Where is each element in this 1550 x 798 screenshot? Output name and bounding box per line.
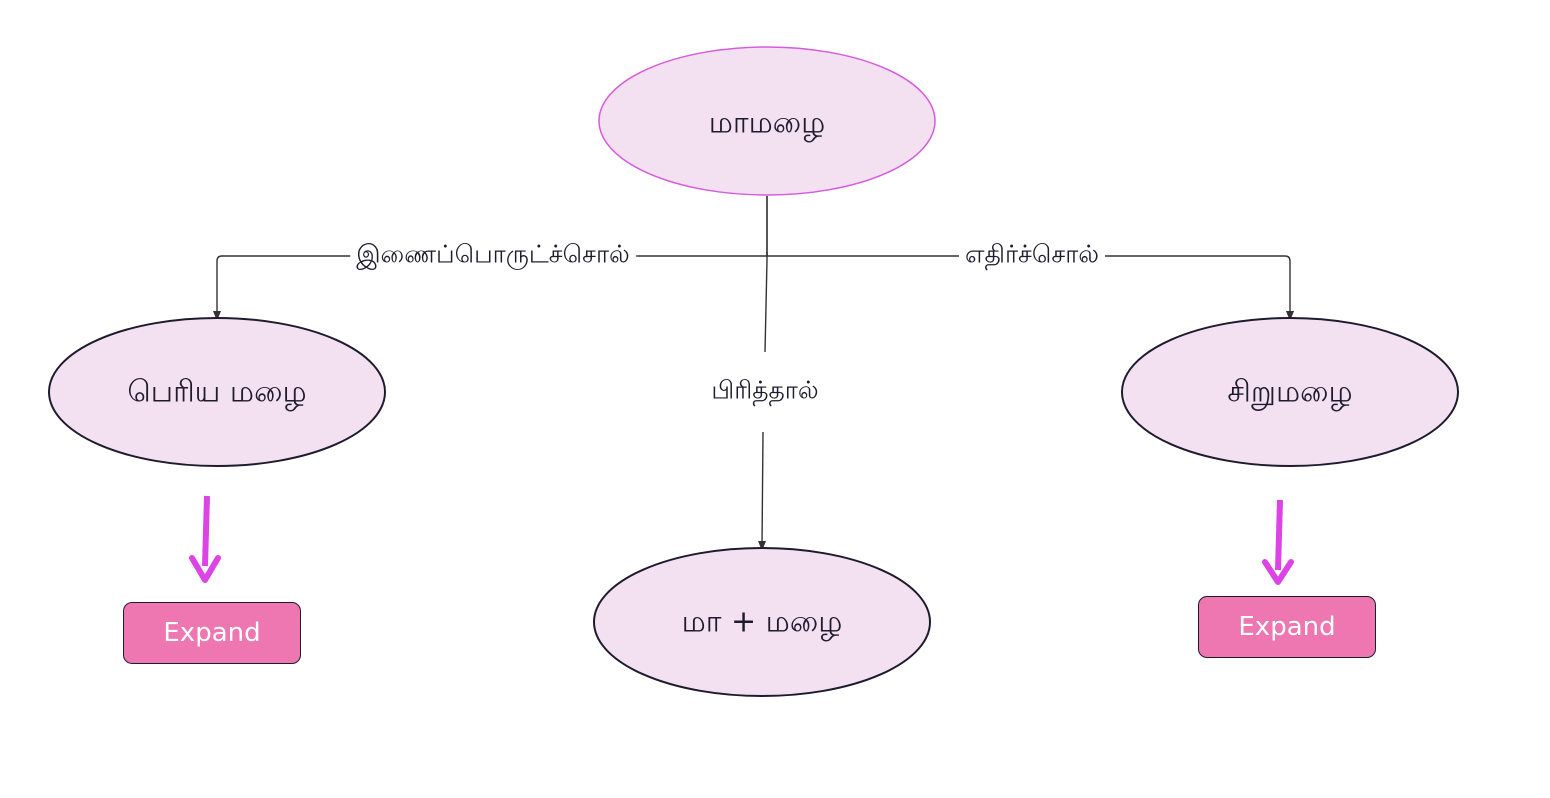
- connector-root-to-middle: [762, 252, 767, 546]
- node-left-label: பெரிய மழை: [127, 374, 307, 410]
- expand-button-right[interactable]: Expand: [1198, 596, 1376, 658]
- expand-button-left[interactable]: Expand: [123, 602, 301, 664]
- node-root-label: மாமழை: [708, 105, 826, 141]
- edge-label-split: பிரித்தால்: [705, 375, 825, 409]
- node-middle: [593, 547, 931, 697]
- node-middle-label: மா + மழை: [681, 604, 843, 640]
- edge-label-synonym: இணைப்பொருட்ச்சொல்: [350, 239, 636, 273]
- edge-label-antonym: எதிர்ச்சொல்: [958, 239, 1106, 273]
- arrow-down-icon: [189, 495, 221, 583]
- connector-root-to-right: [766, 196, 1294, 321]
- node-root: [598, 46, 936, 196]
- node-left: [48, 317, 386, 467]
- node-right: [1121, 317, 1459, 467]
- connector-root-to-left: [213, 196, 768, 321]
- arrow-down-icon: [1262, 499, 1294, 585]
- node-right-label: சிறுமழை: [1227, 374, 1353, 410]
